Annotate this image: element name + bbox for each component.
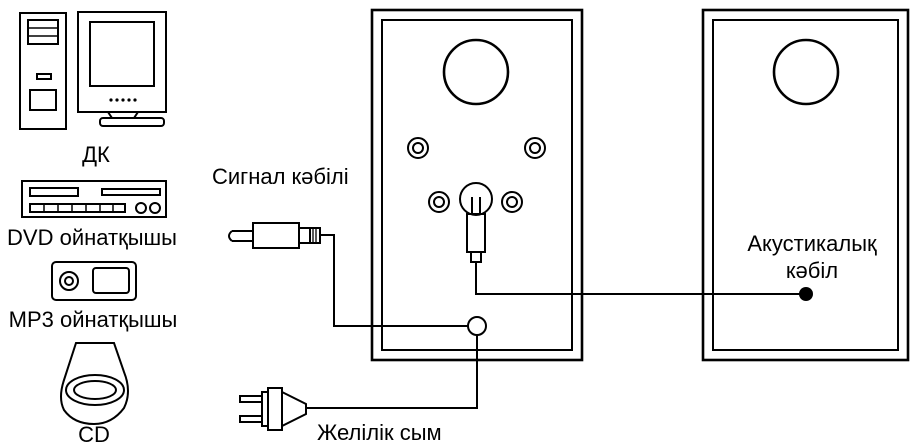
signal-cable <box>320 234 468 327</box>
dvd-player-icon <box>21 180 167 218</box>
acoustic-cable-label-line2: кәбіл <box>786 258 838 283</box>
pc-label: ДК <box>82 142 110 167</box>
signal-cable-label: Сигнал кәбілі <box>212 164 349 189</box>
left-speaker <box>370 8 584 362</box>
dvd-label: DVD ойнатқышы <box>7 225 177 250</box>
right-speaker <box>701 8 910 362</box>
acoustic-cable-label-line1: Акустикалық <box>747 231 877 256</box>
power-plug-icon <box>239 387 307 431</box>
power-cable <box>306 335 478 409</box>
power-cord-label: Желілік сым <box>317 420 442 443</box>
cd-label: CD <box>78 422 110 443</box>
acoustic-cable <box>475 262 813 301</box>
pc-icon <box>19 11 167 130</box>
mp3-player-icon <box>51 261 137 301</box>
cd-icon <box>60 342 129 426</box>
mp3-label: MP3 ойнатқышы <box>9 307 178 332</box>
rca-plug-icon <box>228 222 321 249</box>
